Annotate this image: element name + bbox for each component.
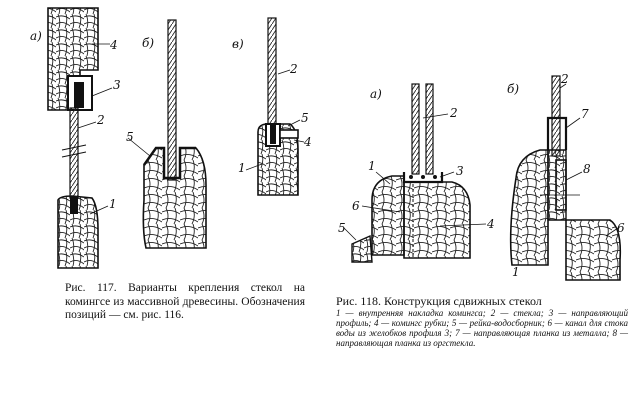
profile-insert xyxy=(74,82,84,108)
profile-insert xyxy=(270,124,276,144)
callout-1: 1 xyxy=(368,159,376,173)
water-rail xyxy=(142,146,196,180)
glass-pane-outer xyxy=(425,83,434,175)
fig117-panel-b-label: б) xyxy=(142,36,154,50)
callout-1: 1 xyxy=(109,197,117,211)
callout-5: 5 xyxy=(301,111,309,125)
fig118-panel-b-label: б) xyxy=(507,82,519,96)
callout-1: 1 xyxy=(238,161,246,175)
callout-1: 1 xyxy=(512,265,520,279)
drain-block xyxy=(565,219,622,281)
callout-8: 8 xyxy=(583,162,591,176)
figure-118-caption-title: Рис. 118. Конструкция сдвижных стекол xyxy=(336,294,542,308)
coaming xyxy=(403,181,471,259)
coaming xyxy=(57,195,99,269)
inner-trim xyxy=(509,149,549,266)
callout-6: 6 xyxy=(352,199,360,213)
glass-pane xyxy=(167,19,177,181)
callout-5: 5 xyxy=(338,221,346,235)
glass-pane xyxy=(69,107,79,199)
callout-5: 5 xyxy=(126,130,134,144)
callout-4: 4 xyxy=(486,217,495,231)
callout-4: 4 xyxy=(303,135,312,149)
callout-3: 3 xyxy=(113,78,121,92)
fig118-panel-a: а) 2 3 1 6 4 5 xyxy=(338,83,495,263)
inner-trim xyxy=(371,175,405,256)
inner-strip xyxy=(279,129,299,139)
fig118-panel-a-label: а) xyxy=(370,87,382,101)
fig117-panel-c-label: в) xyxy=(232,37,244,51)
glass-slot xyxy=(70,196,78,214)
callout-4: 4 xyxy=(109,38,118,52)
fig117-panel-a: а) 4 3 2 1 xyxy=(30,7,121,269)
callout-6: 6 xyxy=(617,221,625,235)
coaming-web xyxy=(547,149,567,221)
fig117-panel-b: б) 5 xyxy=(126,19,207,249)
glass-pane xyxy=(551,75,561,157)
callout-2: 2 xyxy=(560,72,569,86)
figure-117-caption: Рис. 117. Варианты крепления стекол на к… xyxy=(65,282,305,321)
fig118-panel-b: б) 2 7 8 1 6 xyxy=(507,72,625,281)
glass-pane xyxy=(267,17,277,129)
callout-2: 2 xyxy=(96,113,105,127)
callout-2: 2 xyxy=(449,106,458,120)
drip-rail xyxy=(351,234,373,263)
metal-guide-strip xyxy=(546,116,568,150)
callout-7: 7 xyxy=(581,107,589,121)
glass-pane-inner xyxy=(411,83,420,175)
callout-3: 3 xyxy=(456,164,464,178)
callout-2: 2 xyxy=(289,62,298,76)
figure-118-caption-legend: 1 — внутренняя накладка комингса; 2 — ст… xyxy=(336,308,628,348)
fig117-panel-a-label: а) xyxy=(30,29,42,43)
break-mark xyxy=(61,144,87,158)
fig117-panel-c: в) 2 5 4 1 xyxy=(232,17,312,196)
